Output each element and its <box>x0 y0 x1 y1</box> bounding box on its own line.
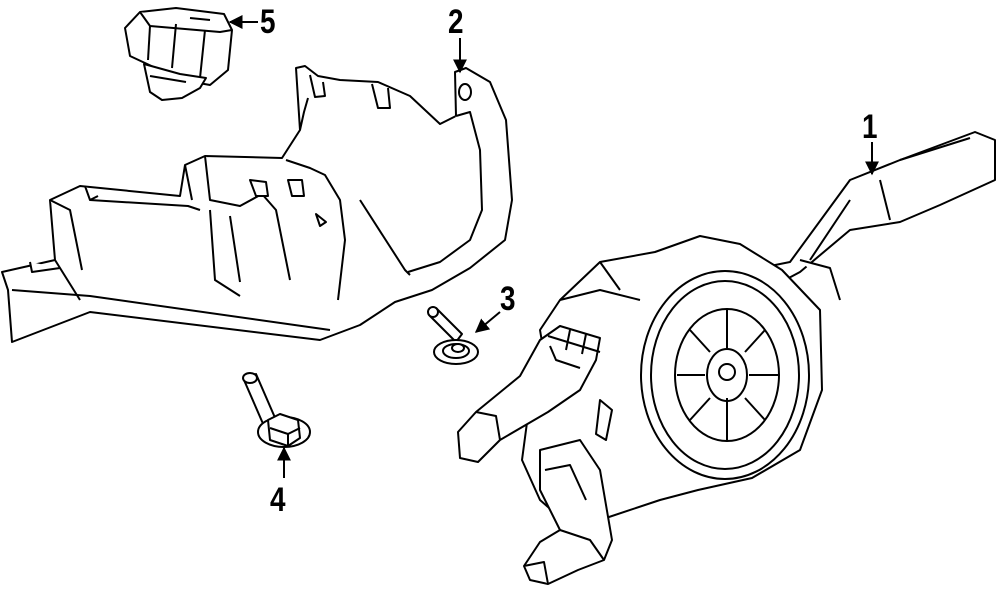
callout-1: 1 <box>862 108 878 146</box>
callout-4: 4 <box>270 481 286 519</box>
callout-arrows <box>228 15 879 478</box>
combination-switch-part-1 <box>458 132 995 584</box>
callout-3: 3 <box>500 280 516 318</box>
bolt-part-4 <box>243 373 310 447</box>
callout-5: 5 <box>260 3 276 41</box>
screw-part-3 <box>428 307 478 364</box>
switch-module-part-5 <box>125 8 232 100</box>
column-cover-part-2 <box>2 66 512 342</box>
callout-2: 2 <box>448 3 464 41</box>
